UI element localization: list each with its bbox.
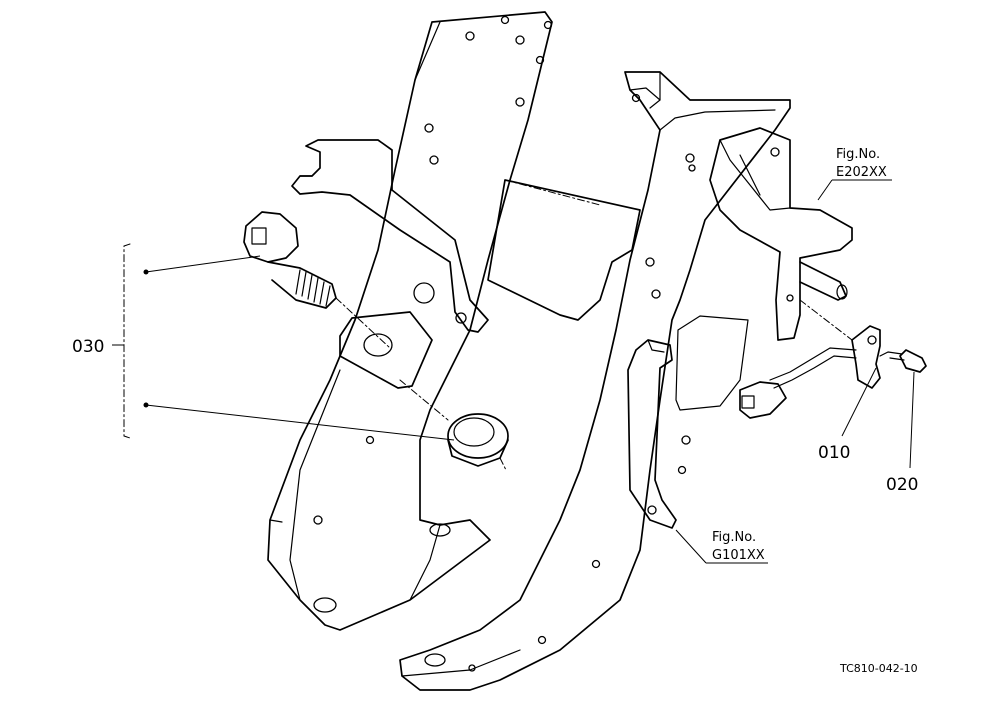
cross-plate	[487, 179, 641, 321]
switch-stay-plate	[339, 311, 433, 389]
bolt-020	[879, 349, 927, 373]
rear-bracket-plate	[291, 139, 489, 333]
fig-ref-lower-label: Fig.No.	[712, 530, 756, 545]
pedal-arm-upper	[709, 127, 853, 341]
fig-ref-lower: Fig.No. G101XX	[675, 529, 768, 564]
callout-020: 020	[886, 475, 918, 495]
callout-020-group: 020	[886, 371, 918, 495]
callout-010-group: 010	[818, 367, 877, 463]
right-bracket-frame	[399, 71, 791, 691]
callout-010: 010	[818, 443, 850, 463]
fig-ref-upper-label: Fig.No.	[836, 147, 880, 162]
fig-ref-upper: Fig.No. E202XX	[817, 147, 892, 201]
fig-ref-upper-code: E202XX	[836, 165, 887, 180]
pedal-bracket-frame	[267, 11, 553, 631]
fig-ref-lower-code: G101XX	[712, 548, 765, 563]
callout-030-group: 030	[72, 243, 455, 441]
pedal-lower	[627, 315, 749, 529]
nut-030	[399, 379, 509, 471]
switch-030	[243, 211, 391, 349]
drawing-code: TC810-042-10	[839, 662, 918, 675]
switch-010	[739, 299, 881, 419]
callout-030: 030	[72, 337, 104, 357]
